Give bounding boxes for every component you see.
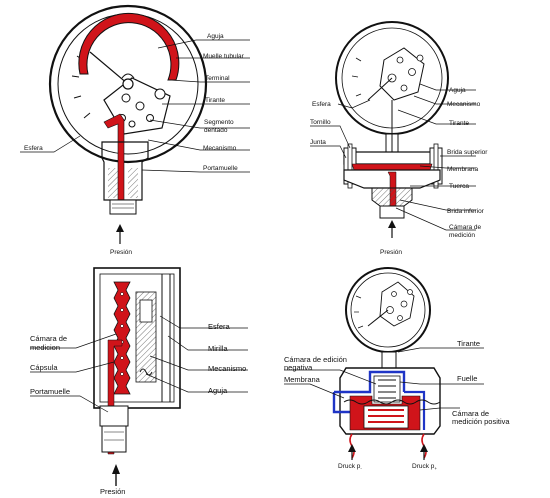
tr-leaders xyxy=(310,83,476,231)
capsule-gauge-figure xyxy=(93,267,181,486)
gauge-needle xyxy=(89,51,129,85)
br-label-camara-neg-1: Cámara de edición xyxy=(284,355,347,364)
socket-body xyxy=(101,141,149,201)
br-druck-minus-text: Druck p xyxy=(338,463,361,470)
tl-label-segmento: Segmento xyxy=(204,119,234,126)
bl-label-mirilla: Mirilla xyxy=(208,344,228,353)
bl-label-presion: Presión xyxy=(100,487,125,496)
br-druck-plus-sub: + xyxy=(434,466,437,471)
tl-label-portamuelle: Portamuelle xyxy=(203,165,238,172)
bl-leaders xyxy=(30,315,248,413)
tl-label-muelle-tubular: Muelle tubular xyxy=(203,53,245,60)
tr-label-esfera: Esfera xyxy=(312,101,331,108)
br-label-camara-pos-2: medición positiva xyxy=(452,417,510,426)
tr-label-aguja: Aguja xyxy=(449,87,466,94)
tr-label-mecanismo: Mecanismo xyxy=(447,101,481,108)
tr-label-brida-superior: Brida superior xyxy=(447,149,488,156)
tl-label-mecanismo: Mecanismo xyxy=(203,145,237,152)
bl-label-esfera: Esfera xyxy=(208,322,231,331)
tr-label-junta: Junta xyxy=(310,139,326,146)
br-druck-minus-sub: - xyxy=(360,466,362,471)
br-label-membrana: Membrana xyxy=(284,375,321,384)
tl-label-terminal: Terminal xyxy=(205,75,230,82)
br-label-druck-plus: Druck p+ xyxy=(412,463,437,471)
tl-label-dentado: dentado xyxy=(204,127,228,134)
bl-label-mecanismo: Mecanismo xyxy=(208,364,246,373)
tr-label-tuerca: Tuerca xyxy=(449,183,469,190)
bl-label-aguja: Aguja xyxy=(208,386,228,395)
diaphragm-gauge-figure xyxy=(335,21,449,238)
tr-label-presion: Presión xyxy=(380,249,402,256)
br-leaders xyxy=(284,347,484,411)
tr-label-membrana: Membrana xyxy=(447,166,478,173)
br-label-camara-pos-1: Cámara de xyxy=(452,409,489,418)
tr-label-brida-inferior: Brida inferior xyxy=(447,208,485,215)
tr-label-camara-2: medición xyxy=(449,232,475,239)
br-label-fuelle: Fuelle xyxy=(457,374,477,383)
bl-label-camara-2: medicion xyxy=(30,343,60,352)
tr-label-tornillo: Tornillo xyxy=(310,119,331,126)
bourdon-gauge-figure xyxy=(48,4,208,244)
tl-label-tirante: Tirante xyxy=(205,97,225,104)
bourdon-tube xyxy=(78,12,180,81)
capsule-red xyxy=(113,281,131,395)
differential-gauge-figure xyxy=(332,267,441,460)
tr-label-camara-1: Cámara de xyxy=(449,224,482,231)
tl-label-presion: Presión xyxy=(110,249,132,256)
bl-label-camara-1: Cámara de xyxy=(30,334,67,343)
br-label-camara-neg-2: negativa xyxy=(284,363,313,372)
tl-label-esfera: Esfera xyxy=(24,145,43,152)
bl-label-capsula: Cápsula xyxy=(30,363,58,372)
br-label-druck-minus: Druck p- xyxy=(338,463,362,471)
br-label-tirante: Tirante xyxy=(457,339,480,348)
tl-leaders xyxy=(20,39,250,173)
tl-label-aguja: Aguja xyxy=(207,33,224,40)
br-druck-plus-text: Druck p xyxy=(412,463,435,470)
bl-label-portamuelle: Portamuelle xyxy=(30,387,70,396)
tr-label-tirante: Tirante xyxy=(449,120,469,127)
